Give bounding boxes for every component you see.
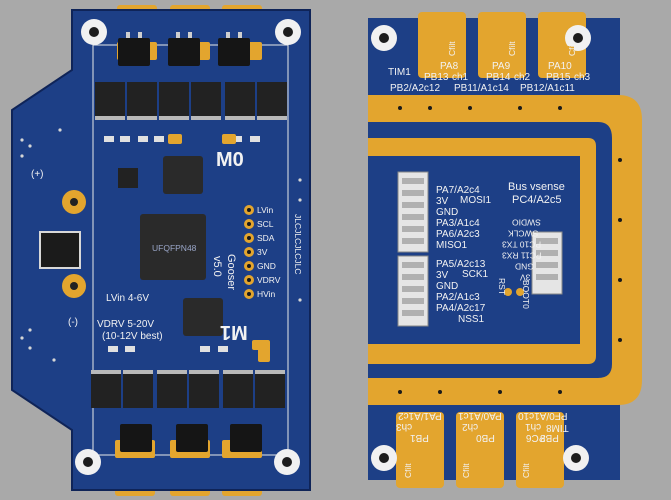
top-pin-1-adc: PB2/A2c12 — [390, 83, 441, 94]
header-pin-hvin: HVin — [257, 289, 276, 299]
header-pin-gnd: GND — [257, 261, 276, 271]
cfilt-bottom-2: Cfilt — [461, 463, 471, 478]
header-pin-vdrv: VDRV — [257, 275, 281, 285]
conn-lower-0: PA5/A2c13 — [436, 259, 486, 270]
conn-upper-3: GND — [436, 207, 459, 218]
conn-lower-5: PA4/A2c17 — [436, 303, 486, 314]
conn-lower-1: SCK1 — [462, 269, 489, 280]
conn-upper-2: 3V — [436, 196, 449, 207]
cfilt-top-3: Cfilt — [567, 41, 577, 56]
boot-label: BOOT0 — [521, 280, 531, 309]
header-pin-3v: 3V — [257, 247, 268, 257]
mcu-package-label: UFQFPN48 — [152, 243, 197, 253]
bottom-pin-2-ch: ch2 — [462, 421, 479, 432]
bottom-pin-3-pb: PB3 — [540, 432, 559, 443]
plus-terminal-label: (+) — [31, 169, 44, 180]
conn-upper-5: PA6/A2c3 — [436, 229, 480, 240]
top-pin-2-pa: PA9 — [492, 61, 511, 72]
swd-label-2: PC10 TX3 — [502, 239, 542, 250]
conn-lower-4: PA2/A1c3 — [436, 292, 480, 303]
pc4-label: PC4/A2c5 — [512, 194, 562, 206]
conn-upper-0: PA7/A2c4 — [436, 185, 480, 196]
header-pin-scl: SCL — [257, 219, 274, 229]
top-pin-3-pb: PB15 — [546, 72, 571, 83]
swd-label-0: SWDIO — [512, 217, 541, 228]
top-pin-3-pa: PA10 — [548, 61, 572, 72]
conn-upper-6: MISO1 — [436, 240, 468, 251]
cfilt-top-2: Cfilt — [507, 41, 517, 56]
vdrv-note-label: (10-12V best) — [102, 331, 163, 342]
rst-label: RST — [497, 278, 507, 295]
bottom-pin-1-ch: ch3 — [396, 421, 413, 432]
tim1-label: TIM1 — [388, 67, 411, 78]
bottom-pin-2-pb: PB0 — [476, 432, 495, 443]
top-pin-3-ch: ch3 — [574, 72, 591, 83]
header-pin-lvin: LVin — [257, 205, 274, 215]
top-pin-1-pb: PB13 — [424, 72, 449, 83]
top-pin-1-ch: ch1 — [452, 72, 469, 83]
top-pin-2-adc: PB11/A1c14 — [454, 83, 509, 94]
bottom-pin-3-ch: ch1 — [525, 421, 542, 432]
conn-upper-1: MOSI1 — [460, 195, 492, 206]
top-pin-3-adc: PB12/A1c11 — [520, 83, 575, 94]
left-pcb — [11, 5, 311, 496]
cfilt-top-1: Cfilt — [447, 41, 457, 56]
cfilt-bottom-1: Cfilt — [403, 463, 413, 478]
conn-lower-3: GND — [436, 281, 459, 292]
top-pin-2-ch: ch2 — [514, 72, 531, 83]
cfilt-bottom-3: Cfilt — [521, 463, 531, 478]
bottom-pin-1-pb: PB1 — [410, 432, 429, 443]
motor-m0-label: M0 — [216, 149, 244, 171]
swd-label-1: SWCLK — [508, 228, 539, 239]
conn-lower-2: 3V — [436, 270, 449, 281]
lvin-spec-label: LVin 4-6V — [106, 293, 149, 304]
bus-vsense-label: Bus vsense — [508, 181, 565, 193]
conn-upper-4: PA3/A1c4 — [436, 218, 480, 229]
conn-lower-6: NSS1 — [458, 314, 485, 325]
top-pin-1-pa: PA8 — [440, 61, 459, 72]
swd-label-4: GND — [515, 261, 534, 272]
bottom-pin-1-adc: PA1/A1c2 — [398, 410, 442, 421]
tim8-label: TIM8 — [546, 422, 569, 433]
swd-label-3: PC11 RX3 — [502, 250, 542, 261]
bottom-pin-2-adc: PA0/A1c1 — [458, 410, 502, 421]
top-pin-2-pb: PB14 — [486, 72, 511, 83]
vdrv-spec-label: VDRV 5-20V — [97, 319, 155, 330]
header-pin-sda: SDA — [257, 233, 275, 243]
bottom-pin-3-adc: PF0/A1c10 — [518, 410, 568, 421]
minus-terminal-label: (-) — [68, 317, 78, 328]
